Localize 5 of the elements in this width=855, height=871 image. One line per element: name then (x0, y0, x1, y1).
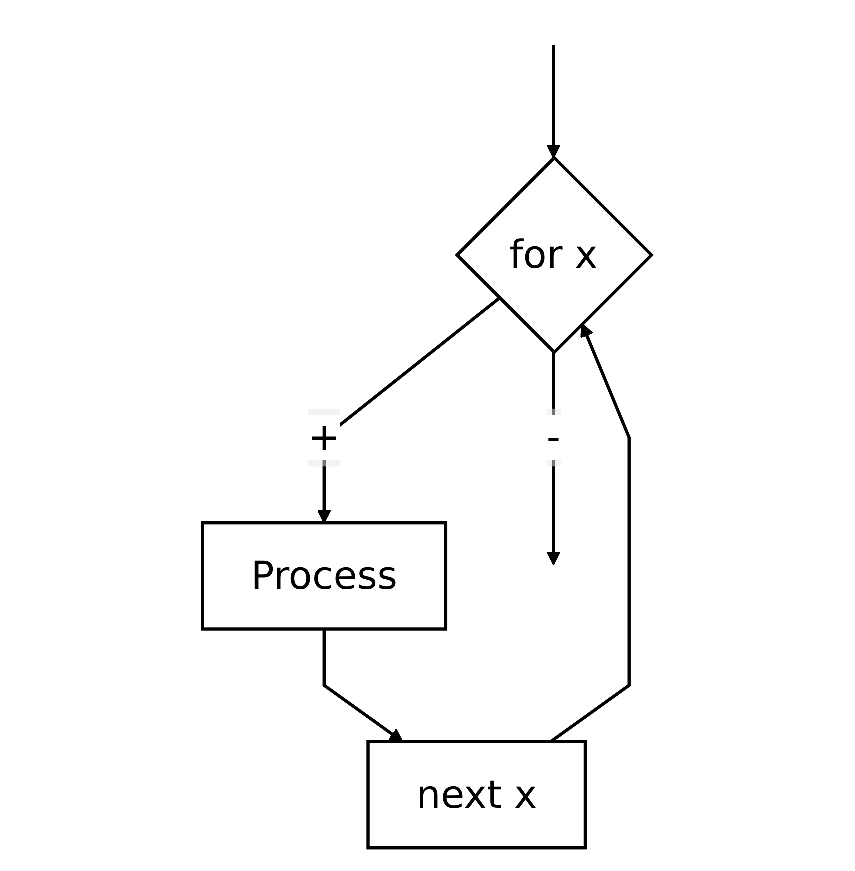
process-box: Process (201, 521, 448, 631)
flowchart: + - for x Process next x (190, 10, 665, 861)
arrow (546, 45, 561, 159)
decision-diamond: for x (455, 156, 654, 355)
process-box: next x (366, 740, 588, 850)
